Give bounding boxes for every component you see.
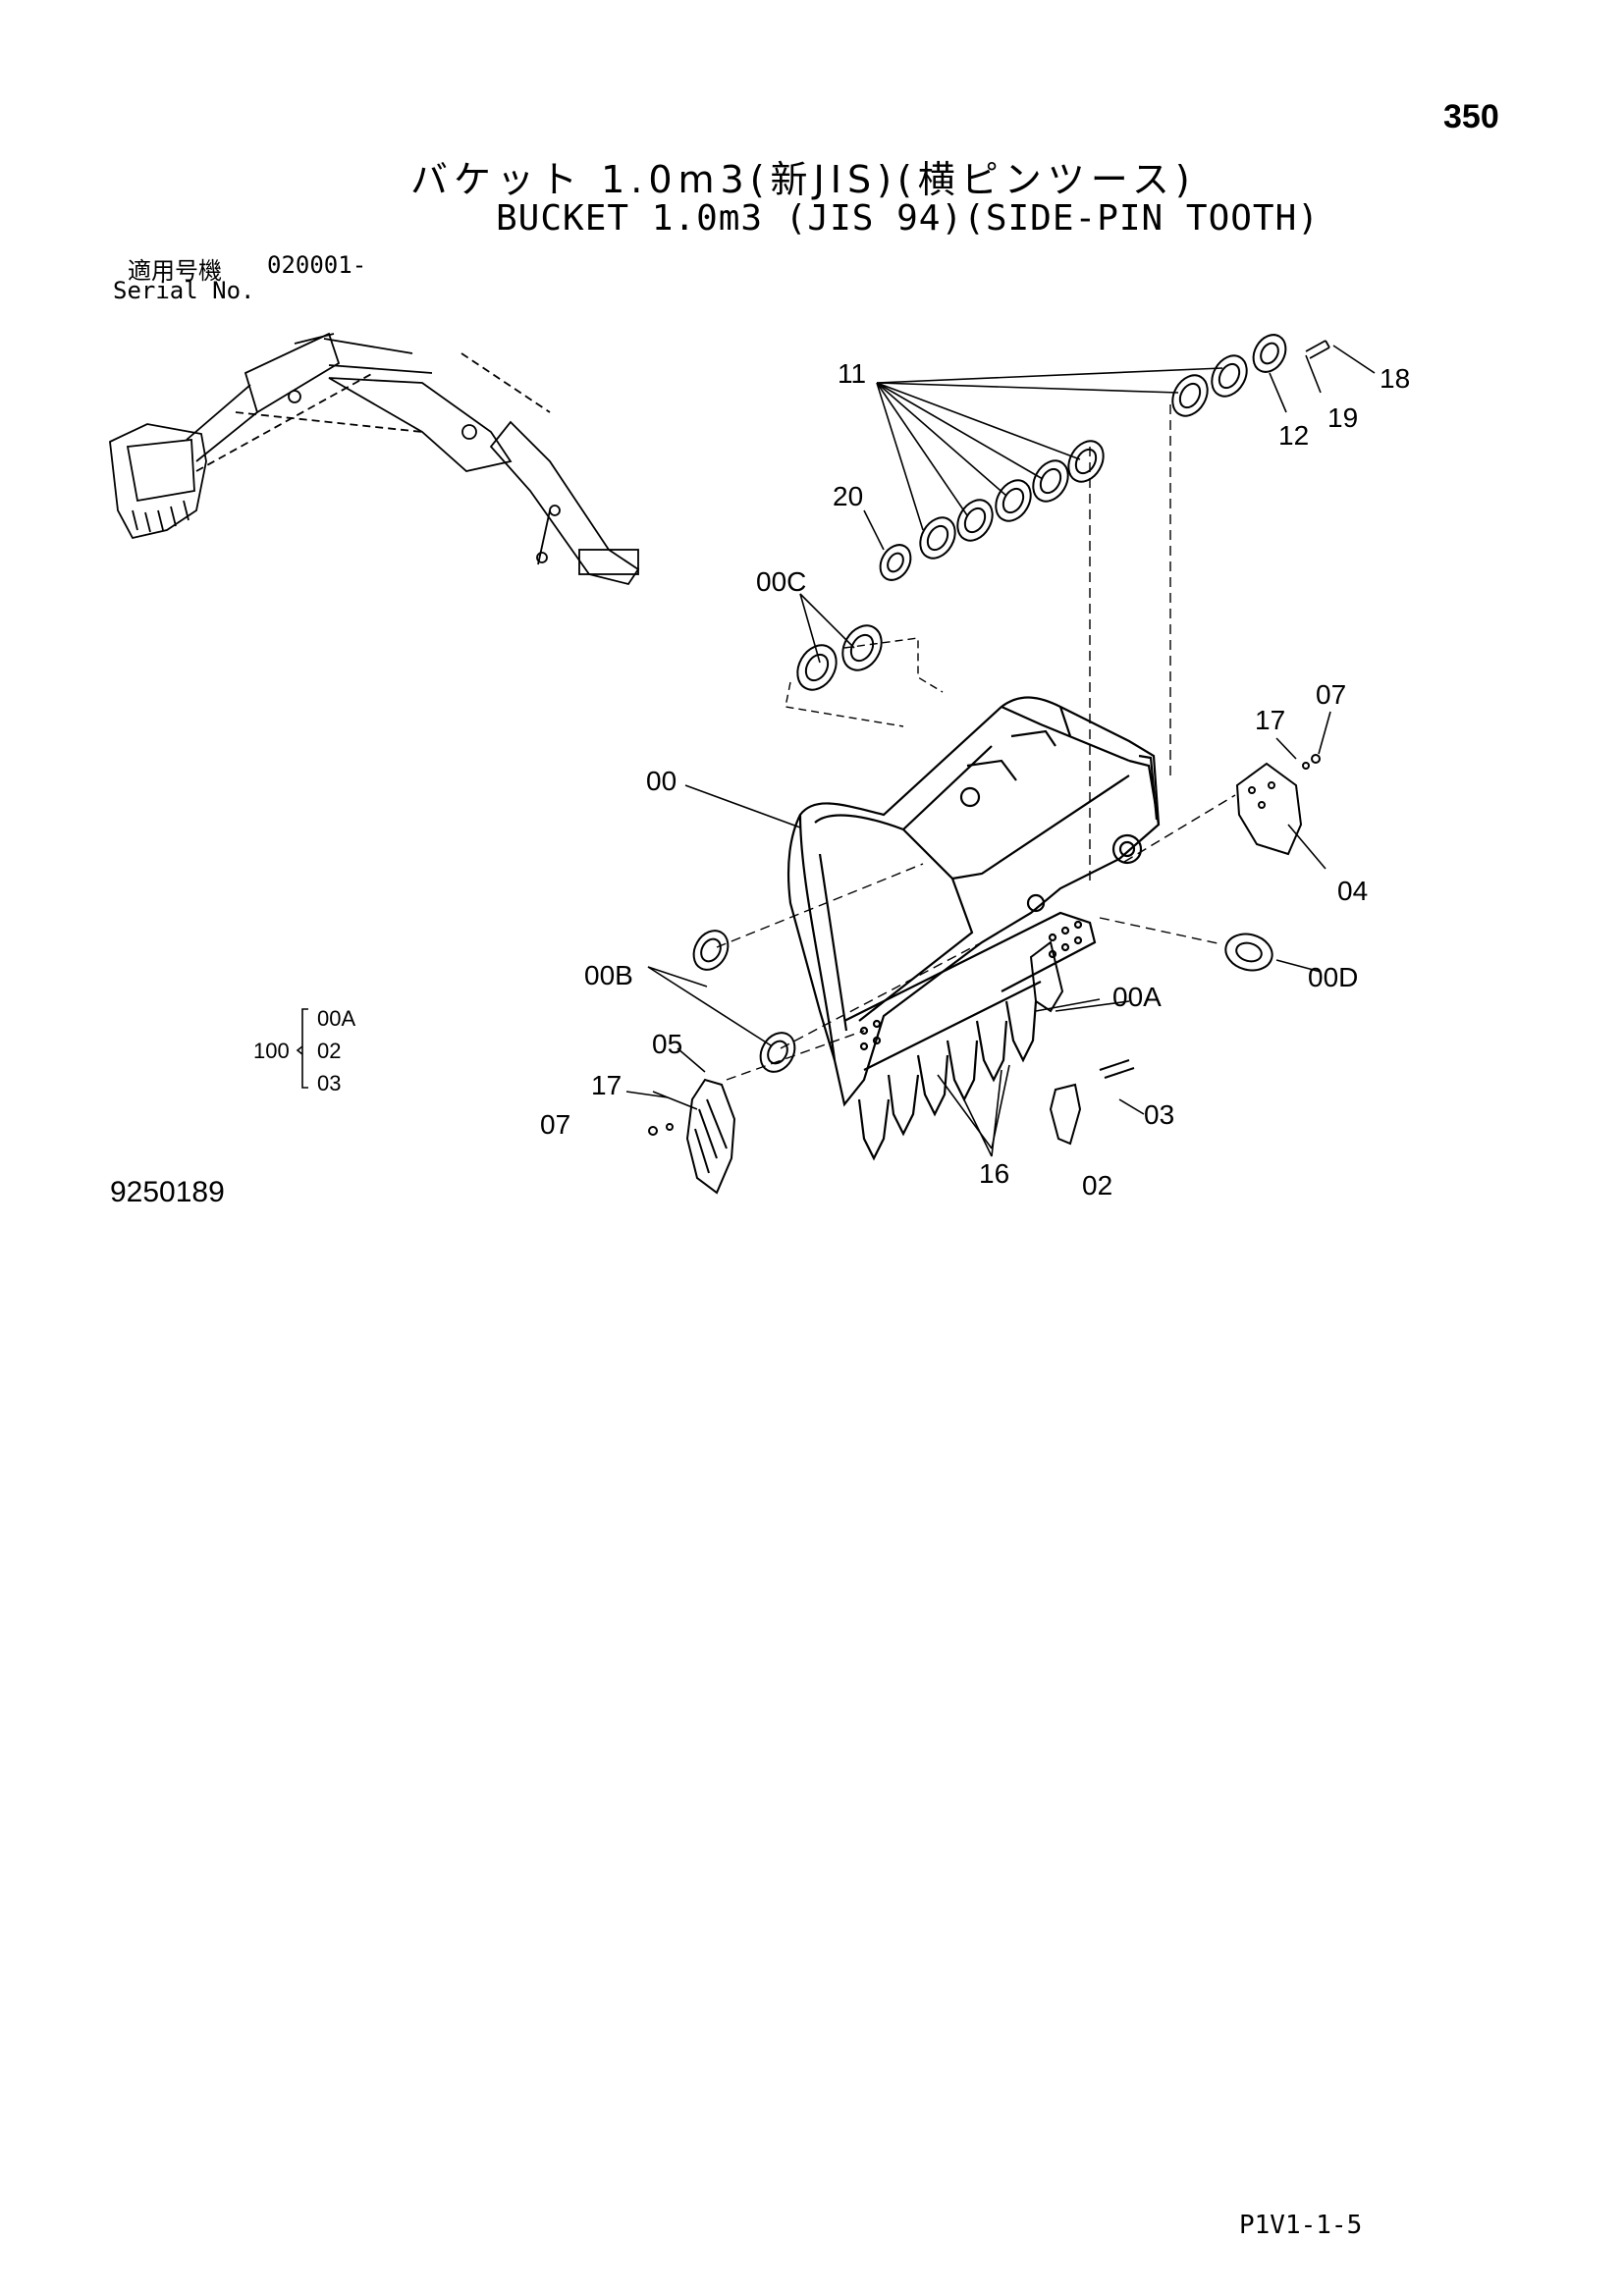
side-cutter-05: [648, 1078, 736, 1195]
callout-00B: 00B: [584, 960, 633, 990]
assembly-lines: [716, 404, 1236, 1081]
callout-16: 16: [979, 1158, 1010, 1189]
callout-03: 03: [1144, 1099, 1175, 1130]
page-number: 350: [1443, 98, 1499, 135]
callout-07-left: 07: [540, 1109, 571, 1140]
bushings-00C: [785, 624, 944, 727]
figure-number: 9250189: [110, 1176, 225, 1208]
bucket-body: [786, 696, 1161, 1161]
callout-05: 05: [652, 1029, 683, 1059]
assembly-part: 02: [317, 1039, 342, 1063]
excavator-arm-thumbnail: [109, 332, 640, 586]
leader-lines: [625, 345, 1376, 1157]
callout-00: 00: [646, 766, 677, 796]
side-cutter-04: [1235, 754, 1321, 856]
assembly-number: 100: [253, 1039, 290, 1063]
leader-lines-16: [937, 1000, 1130, 1149]
callout-20: 20: [833, 481, 864, 511]
bushings-00B: [692, 930, 796, 1073]
serial-label-japanese: 適用号機: [128, 257, 222, 285]
tooth-02: [1029, 940, 1135, 1146]
callout-00C: 00C: [756, 566, 807, 597]
bushing-00D: [1224, 933, 1273, 972]
callout-17-left: 17: [591, 1070, 623, 1100]
callout-12: 12: [1278, 420, 1310, 451]
callout-07-right: 07: [1316, 679, 1347, 710]
assembly-bracket: [296, 1008, 308, 1089]
assembly-part: 03: [317, 1071, 342, 1095]
title-english: BUCKET 1.0m3 (JIS 94)(SIDE-PIN TOOTH): [496, 198, 1320, 239]
leader-lines-11: [876, 367, 1223, 531]
pin-18: [1305, 340, 1330, 359]
callout-00D: 00D: [1308, 962, 1359, 992]
serial-number: 020001-: [267, 251, 367, 279]
title-japanese: バケット 1.0m3(新JIS)(横ピンツース): [410, 158, 1196, 201]
callout-11: 11: [838, 358, 867, 389]
callout-00A: 00A: [1112, 982, 1162, 1012]
callout-19: 19: [1327, 402, 1359, 433]
callout-17-right: 17: [1255, 705, 1286, 735]
callout-18: 18: [1380, 363, 1411, 394]
serial-label-english: Serial No.: [113, 277, 255, 304]
callout-02: 02: [1082, 1170, 1113, 1201]
shim-rings: [879, 334, 1287, 581]
footer-code: P1V1-1-5: [1239, 2211, 1363, 2240]
callout-04: 04: [1337, 876, 1369, 906]
assembly-part: 00A: [317, 1006, 356, 1031]
